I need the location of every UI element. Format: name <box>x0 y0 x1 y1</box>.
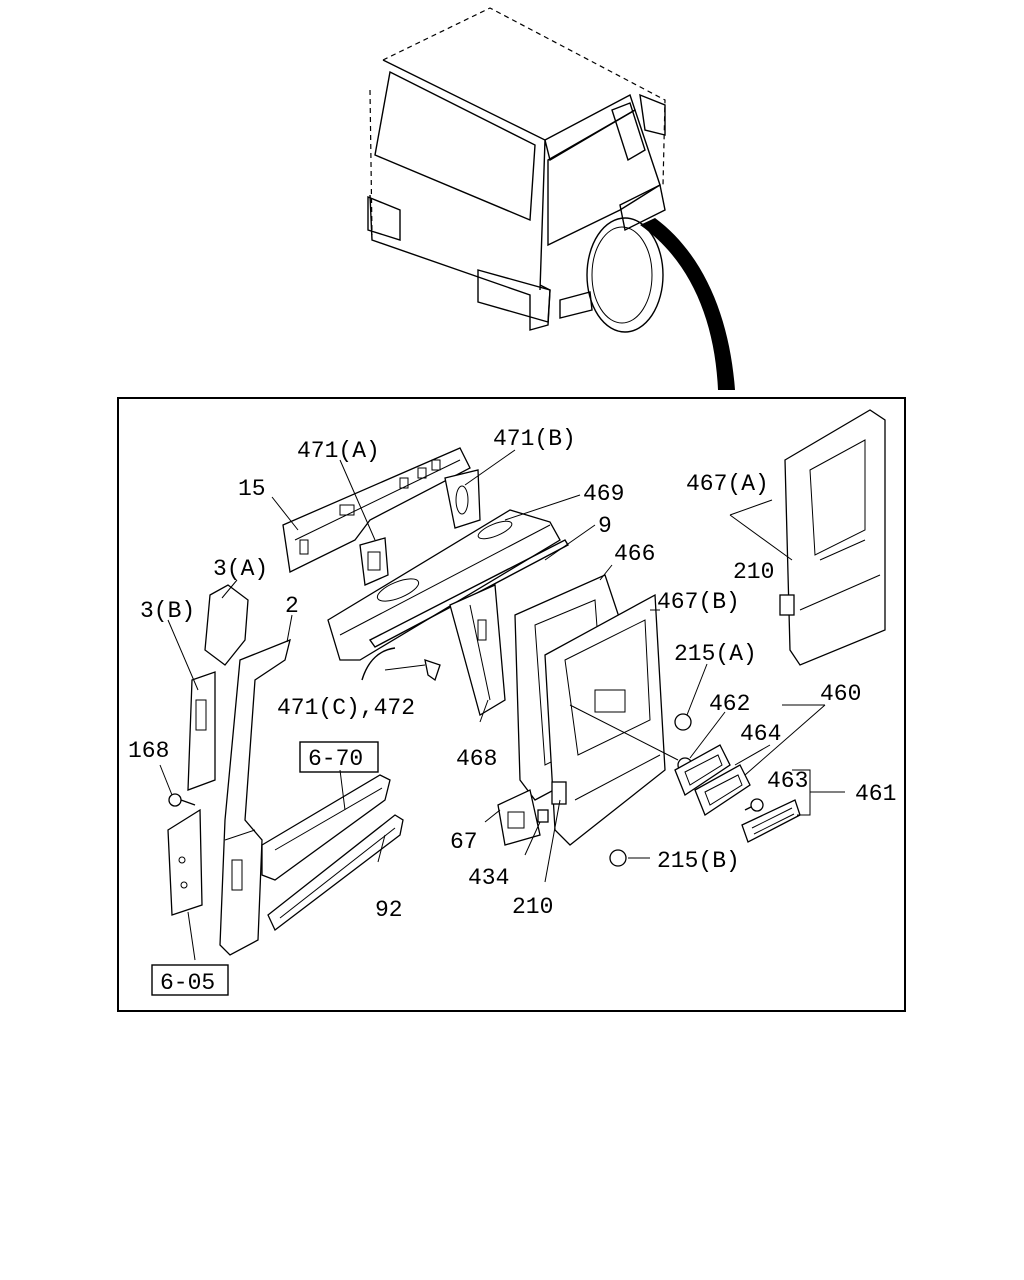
label-92: 92 <box>375 897 403 923</box>
label-471c-472: 471(C),472 <box>277 695 415 721</box>
label-467a: 467(A) <box>686 471 769 497</box>
part-464-gasket <box>674 744 731 796</box>
label-215b: 215(B) <box>657 848 740 874</box>
part-9-seal <box>368 539 569 648</box>
part-67-bracket <box>497 789 541 846</box>
label-463: 463 <box>767 768 808 794</box>
label-168: 168 <box>128 738 169 764</box>
part-15-roof-rail <box>282 447 471 573</box>
label-468: 468 <box>456 746 497 772</box>
part-210-bottom-clip <box>551 781 567 805</box>
label-9: 9 <box>598 513 612 539</box>
label-466: 466 <box>614 541 655 567</box>
part-468-pillar <box>449 584 506 716</box>
label-469: 469 <box>583 481 624 507</box>
label-215a: 215(A) <box>674 641 757 667</box>
label-471b: 471(B) <box>493 426 576 452</box>
part-471a-bracket <box>359 537 389 586</box>
part-215a-nut <box>674 713 692 731</box>
part-460-handle <box>694 764 751 816</box>
label-2: 2 <box>285 593 299 619</box>
part-2-pillar <box>219 638 291 956</box>
part-605-bracket <box>167 808 203 916</box>
label-434: 434 <box>468 865 509 891</box>
vehicle-overview <box>367 7 735 390</box>
label-210-top: 210 <box>733 559 774 585</box>
part-471b-bracket <box>444 469 481 529</box>
label-6-05: 6-05 <box>160 970 215 996</box>
ref-box-6-70 <box>299 741 379 773</box>
part-467b-door-panel <box>544 593 666 846</box>
label-67: 67 <box>450 829 478 855</box>
label-3a: 3(A) <box>213 556 268 582</box>
label-464: 464 <box>740 721 781 747</box>
label-467b: 467(B) <box>657 589 740 615</box>
label-6-70: 6-70 <box>308 746 363 772</box>
part-467a-side-panel <box>784 409 886 666</box>
part-92-sill <box>267 814 404 932</box>
label-461: 461 <box>855 781 896 807</box>
label-471a: 471(A) <box>297 438 380 464</box>
label-462: 462 <box>709 691 750 717</box>
part-168-bolt <box>168 793 196 807</box>
detail-frame <box>117 397 906 1012</box>
leader-lines <box>159 449 845 961</box>
part-3a-pillar <box>204 584 249 666</box>
part-469-cross-rail <box>327 509 561 661</box>
label-15: 15 <box>238 476 266 502</box>
part-463-screw <box>744 798 764 812</box>
part-670-sill <box>261 774 391 881</box>
part-210-top-clip <box>779 594 795 616</box>
part-434-clip <box>537 809 549 823</box>
label-460: 460 <box>820 681 861 707</box>
label-3b: 3(B) <box>140 598 195 624</box>
ref-box-6-05 <box>151 964 229 996</box>
part-3b-pillar <box>187 671 216 791</box>
part-215b-nut <box>609 849 627 867</box>
part-471c-clip <box>361 647 441 682</box>
label-210-bottom: 210 <box>512 894 553 920</box>
